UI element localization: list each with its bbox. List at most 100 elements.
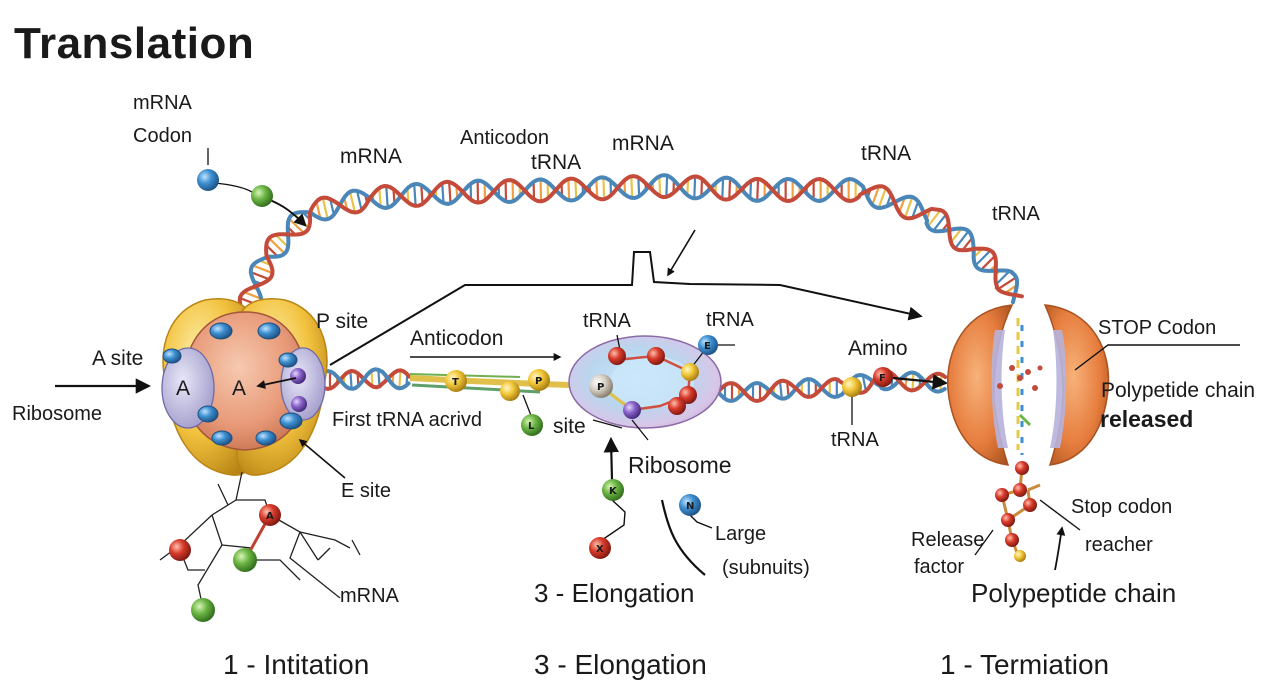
label-ribosome-mid: Ribosome xyxy=(628,452,732,478)
helix-base-pair xyxy=(567,178,571,201)
label-e-site: E site xyxy=(341,480,392,502)
bead-letter-l: L xyxy=(528,421,535,432)
helix-base-pair xyxy=(385,185,389,208)
ribosome-pointer xyxy=(631,419,649,441)
bead-letter-n: N xyxy=(686,501,694,512)
label-trna-top-mid: tRNA xyxy=(531,151,582,174)
helix-strand xyxy=(237,174,1024,317)
helix-strand xyxy=(716,370,947,403)
label-amino: Amino xyxy=(848,337,908,360)
label-trna-top-right: tRNA xyxy=(861,142,912,165)
helix-base-pair xyxy=(665,175,669,197)
label-a-site: A site xyxy=(92,347,144,370)
helix-base-pair xyxy=(265,244,279,258)
helix-base-pair xyxy=(398,370,402,389)
reacher-curve xyxy=(1054,526,1066,571)
label-polypeptide-released-line1: Polypetide chain xyxy=(1101,379,1256,402)
helix-base-pair xyxy=(693,176,697,199)
polypeptide-chain-termination xyxy=(995,461,1041,562)
stop-codon-lower-pointer xyxy=(1039,499,1081,531)
helix-base-pair xyxy=(448,181,452,204)
helix-base-pair xyxy=(903,196,914,219)
middle-beads xyxy=(445,335,893,559)
e-site-pointer xyxy=(298,438,346,479)
bead-red-a xyxy=(259,504,281,526)
label-codon-top-left: Codon xyxy=(133,125,192,147)
label-release: Release xyxy=(911,529,985,551)
bead-letter-p2: P xyxy=(597,382,604,393)
helix-base-pair xyxy=(602,177,606,200)
mrna-helix-middle-right xyxy=(716,369,948,404)
helix-base-pair xyxy=(995,270,1011,286)
k-bead-arrow xyxy=(603,436,620,481)
helix-base-pair xyxy=(595,179,599,198)
helix-base-pair xyxy=(954,230,970,250)
release-factor-pointer xyxy=(974,529,994,556)
label-stop-codon-upper: STOP Codon xyxy=(1098,317,1217,339)
bead-letter-e: E xyxy=(704,341,711,352)
helix-strand xyxy=(314,368,412,392)
mrna-helix-top xyxy=(237,173,1024,317)
helix-base-pair xyxy=(721,178,725,199)
amino-arrow xyxy=(892,374,949,390)
bead-letter-a: A xyxy=(266,511,274,522)
bead-green xyxy=(251,185,273,207)
label-p-site: P site xyxy=(316,310,369,333)
helix-base-pair xyxy=(926,209,942,228)
helix-base-pair xyxy=(997,276,1017,291)
mrna-helix-middle-left xyxy=(314,367,412,392)
page-title: Translation xyxy=(14,19,255,68)
label-trna-mid-right: tRNA xyxy=(706,309,754,331)
helix-base-pair xyxy=(637,177,641,197)
stage-elongation: 3 - Elongation xyxy=(534,649,707,680)
label-subunits: (subnuits) xyxy=(722,557,810,579)
label-elongation-mid: 3 - Elongation xyxy=(534,578,695,608)
helix-base-pair xyxy=(274,234,289,248)
helix-base-pair xyxy=(700,178,704,197)
helix-base-pair xyxy=(728,178,732,200)
helix-base-pair xyxy=(370,370,374,387)
bead-letter-f: F xyxy=(879,373,886,384)
helix-base-pair xyxy=(321,197,329,220)
bead-letter-k: K xyxy=(609,486,618,497)
bead-blue xyxy=(197,169,219,191)
label-site-mid: site xyxy=(553,415,586,438)
label-polypeptide-released-line2: released xyxy=(1100,406,1194,432)
n-bead-link xyxy=(689,514,713,529)
label-mrna-bottom: mRNA xyxy=(340,585,399,607)
helix-base-pair xyxy=(377,369,381,387)
ribosome-initiation xyxy=(161,298,328,476)
helix-strand xyxy=(716,369,948,404)
helix-base-pair xyxy=(749,180,753,199)
ribosome-termination xyxy=(946,304,1110,466)
label-site-a-left: A xyxy=(176,377,191,400)
codon-beads-top-left xyxy=(197,148,307,227)
helix-base-pair xyxy=(268,237,286,255)
helix-base-pair xyxy=(911,201,920,219)
helix-base-pair xyxy=(950,227,963,243)
helix-base-pair xyxy=(355,190,363,211)
label-ribosome-left: Ribosome xyxy=(12,403,103,425)
helix-base-pair xyxy=(574,179,578,200)
label-trna-right: tRNA xyxy=(992,203,1040,225)
bead-green-bottom xyxy=(191,598,215,622)
helix-base-pair xyxy=(252,264,273,275)
label-stop-codon-lower: Stop codon xyxy=(1071,496,1173,518)
helix-base-pair xyxy=(877,187,887,209)
helix-base-pair xyxy=(932,213,947,232)
label-mrna-top-left: mRNA xyxy=(133,92,192,114)
helix-base-pair xyxy=(420,185,424,204)
label-reacher: reacher xyxy=(1085,534,1153,556)
k-x-link xyxy=(601,499,626,541)
helix-base-pair xyxy=(243,291,262,300)
label-first-trna: First tRNA acrivd xyxy=(332,409,483,431)
helix-base-pair xyxy=(778,381,783,399)
helix-strand xyxy=(314,367,411,391)
label-trna-mid-left: tRNA xyxy=(583,310,631,332)
label-large: Large xyxy=(715,523,767,545)
bead-letter-p1: P xyxy=(535,376,542,387)
label-mrna-top-mid: mRNA xyxy=(612,132,674,155)
helix-base-pair xyxy=(630,176,634,199)
label-anticodon-mid: Anticodon xyxy=(410,327,504,350)
